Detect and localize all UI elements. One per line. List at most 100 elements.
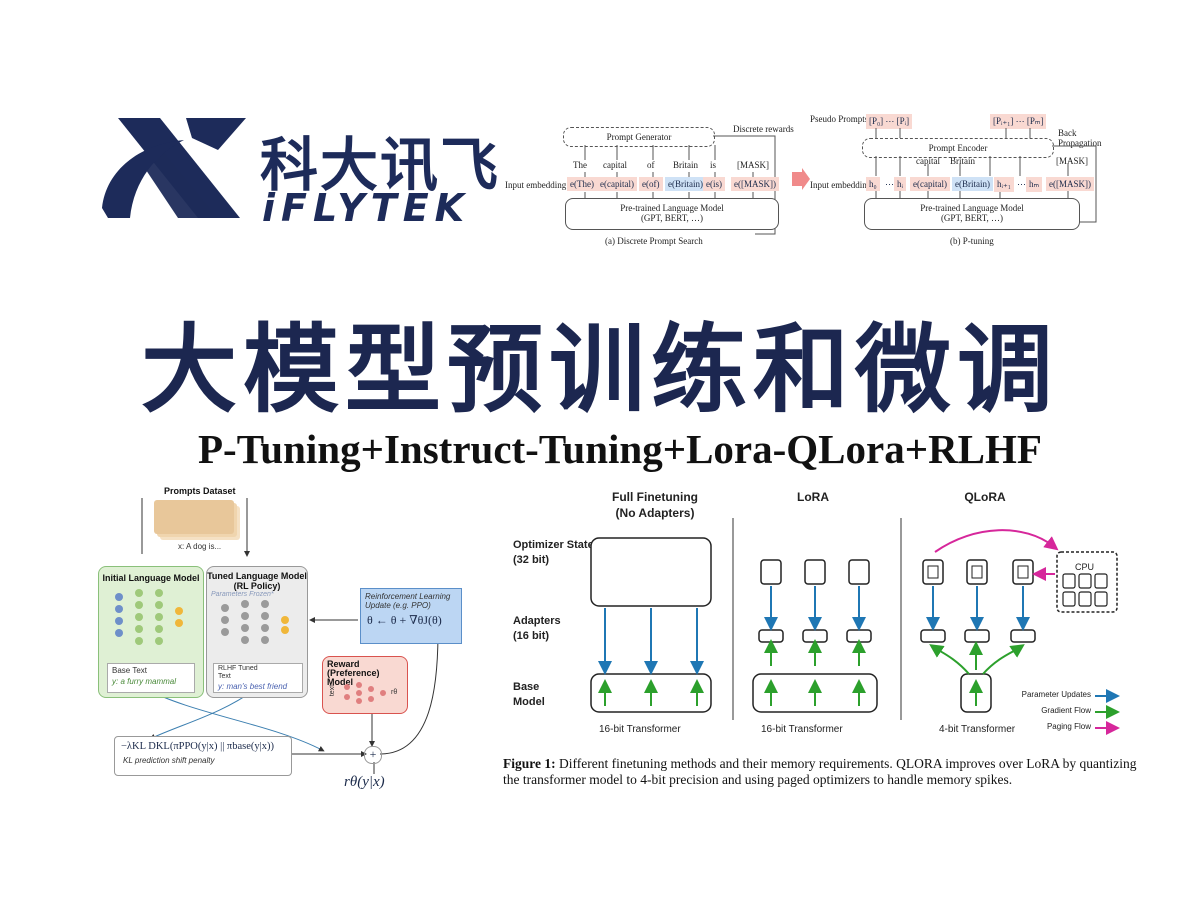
qlora-graphics (590, 518, 1120, 735)
tuned-lm-box: Tuned Language Model (RL Policy) Paramet… (206, 566, 308, 698)
prompt-x-text: x: A dog is... (178, 542, 222, 551)
pseudo-prompt-right: [Pᵢ₊₁] ⋯ [Pₘ] (990, 114, 1047, 129)
caption-bold: Figure 1: (503, 756, 556, 771)
pt-token-hm: hₘ (1026, 177, 1043, 192)
y1-text: y: a furry mammal (112, 677, 177, 686)
reward-text-label: text (329, 684, 337, 697)
cpu-label: CPU (1075, 562, 1095, 572)
word-the: The (573, 160, 587, 170)
y2-text: y: man's best friend (218, 682, 288, 691)
pt-word-mask: [MASK] (1056, 156, 1089, 166)
kl-label: KL prediction shift penalty (123, 756, 215, 765)
kl-equation: −λKL DKL(πPPO(y|x) || πbase(y|x)) (121, 741, 274, 752)
word-of: of (647, 160, 655, 170)
reward-model-box: Reward (Preference) Model text rθ (322, 656, 408, 714)
word-capital: capital (603, 160, 627, 170)
base-text-box: Base Text y: a furry mammal (107, 663, 195, 693)
qlora-figure-caption: Figure 1: Different finetuning methods a… (503, 756, 1143, 788)
prompts-dataset-cards (154, 500, 234, 534)
rl-update-label: Reinforcement Learning Update (e.g. PPO) (365, 592, 451, 610)
kl-penalty-box: −λKL DKL(πPPO(y|x) || πbase(y|x)) KL pre… (114, 736, 292, 776)
pt-token-hi1: hᵢ₊₁ (994, 177, 1014, 192)
pretrained-lm-box: Pre-trained Language Model (GPT, BERT, …… (565, 198, 779, 230)
qlora-diagram: Full Finetuning (No Adapters) LoRA QLoRA… (505, 488, 1145, 750)
base-model-label: Base Model (513, 681, 545, 708)
subtitle: P-Tuning+Instruct-Tuning+Lora-QLora+RLHF (198, 426, 1042, 472)
caption-text: Different finetuning methods and their m… (503, 756, 1137, 787)
token-capital: e(capital) (597, 177, 637, 191)
lora-head: LoRA (797, 490, 829, 504)
reward-equation: rθ(y|x) (344, 774, 385, 790)
tuned-lm-network-icon (221, 600, 289, 644)
word-mask: [MASK] (737, 160, 770, 170)
pt-word-capital: capital (916, 156, 940, 166)
transformer-label-lora: 16-bit Transformer (761, 724, 843, 735)
pt-input-embedding-label: Input embedding (810, 180, 872, 190)
tuned-lm-label: Tuned Language Model (RL Policy) (207, 571, 307, 591)
pt-token-britain: e(Britain) (952, 177, 993, 191)
pretrained-lm-sub: (GPT, BERT, …) (640, 213, 704, 223)
p-tuning-caption: (b) P-tuning (950, 236, 994, 246)
reward-model-label: Reward (Preference) Model (327, 659, 380, 687)
rlhf-text-label: RLHF Tuned Text (218, 665, 258, 680)
reward-network-icon (344, 682, 386, 704)
pt-token-capital: e(capital) (910, 177, 950, 191)
pt-token-mask: e([MASK]) (1046, 177, 1094, 191)
rl-update-box: Reinforcement Learning Update (e.g. PPO)… (360, 588, 462, 644)
logo-chinese-text: 科大讯飞 (260, 131, 501, 199)
arrow-right-icon (792, 168, 810, 190)
pt-pretrained-lm-box: Pre-trained Language Model (GPT, BERT, …… (864, 198, 1080, 230)
adapters-text: Adapters (513, 615, 561, 627)
legend-gradient-flow: Gradient Flow (1041, 706, 1091, 715)
pt-pretrained-lm-sub: (GPT, BERT, …) (940, 213, 1004, 223)
frozen-label: Parameters Frozen* (211, 591, 274, 598)
discrete-prompt-figure: Prompt Generator Discrete rewards The ca… (505, 112, 805, 252)
optimizer-bits-text: (32 bit) (513, 554, 550, 566)
prompts-dataset-label: Prompts Dataset (164, 486, 236, 496)
iflytek-logo-mark (102, 118, 246, 218)
no-adapters-head: (No Adapters) (615, 506, 695, 520)
rlhf-text-box: RLHF Tuned Text y: man's best friend (213, 663, 303, 693)
transformer-label-qlora: 4-bit Transformer (939, 724, 1016, 735)
logo-english-text: iFLYTEK (262, 186, 471, 230)
reward-rtheta-label: rθ (391, 689, 398, 696)
back-propagation-label: Back Propagation (1058, 128, 1102, 148)
full-finetuning-head: Full Finetuning (612, 490, 698, 504)
sum-node: + (364, 746, 382, 764)
update-equation: θ ← θ + ∇θJ(θ) (367, 613, 442, 627)
rlhf-diagram: Prompts Dataset x: A dog is... Initial L… (92, 484, 472, 794)
input-embedding-label: Input embedding (505, 180, 567, 190)
optimizer-state-label: Optimizer State (32 bit) (513, 538, 594, 568)
prompt-encoder-box: Prompt Encoder (862, 138, 1054, 158)
pt-token-dots1: ⋯ (885, 179, 894, 189)
base-text-label: Base Text (112, 666, 147, 675)
word-britain: Britain (673, 160, 698, 170)
optimizer-state-text: Optimizer State (513, 539, 594, 551)
adapters-bits-text: (16 bit) (513, 630, 550, 642)
p-tuning-figure: Pseudo Prompts [P₀] ⋯ [Pᵢ] [Pᵢ₊₁] ⋯ [Pₘ]… (810, 112, 1110, 252)
p-tuning-lines (875, 128, 1097, 223)
token-mask: e([MASK]) (731, 177, 779, 191)
main-title: 大模型预训练和微调 (141, 313, 1059, 426)
prompt-generator-box: Prompt Generator (563, 127, 715, 147)
qlora-head: QLoRA (964, 490, 1006, 504)
word-is: is (710, 160, 717, 170)
token-the: e(The) (567, 177, 597, 191)
initial-lm-box: Initial Language Model Base Text y: a fu… (98, 566, 204, 698)
legend-parameter-updates: Parameter Updates (1021, 690, 1091, 699)
pseudo-prompts-label: Pseudo Prompts (810, 114, 869, 124)
pt-word-britain: Britain (950, 156, 975, 166)
token-is: e(is) (703, 177, 725, 191)
token-of: e(of) (639, 177, 663, 191)
pretrained-lm-label: Pre-trained Language Model (620, 203, 724, 213)
pt-token-h0: h₀ (866, 177, 880, 191)
pt-token-dots2: ⋯ (1017, 179, 1026, 189)
discrete-caption: (a) Discrete Prompt Search (605, 236, 703, 246)
transformer-label-full: 16-bit Transformer (599, 724, 681, 735)
token-britain: e(Britain) (665, 177, 706, 191)
legend-paging-flow: Paging Flow (1046, 722, 1091, 731)
initial-lm-network-icon (115, 589, 183, 645)
discrete-rewards-label: Discrete rewards (733, 124, 794, 134)
pseudo-prompt-left: [P₀] ⋯ [Pᵢ] (866, 114, 913, 129)
